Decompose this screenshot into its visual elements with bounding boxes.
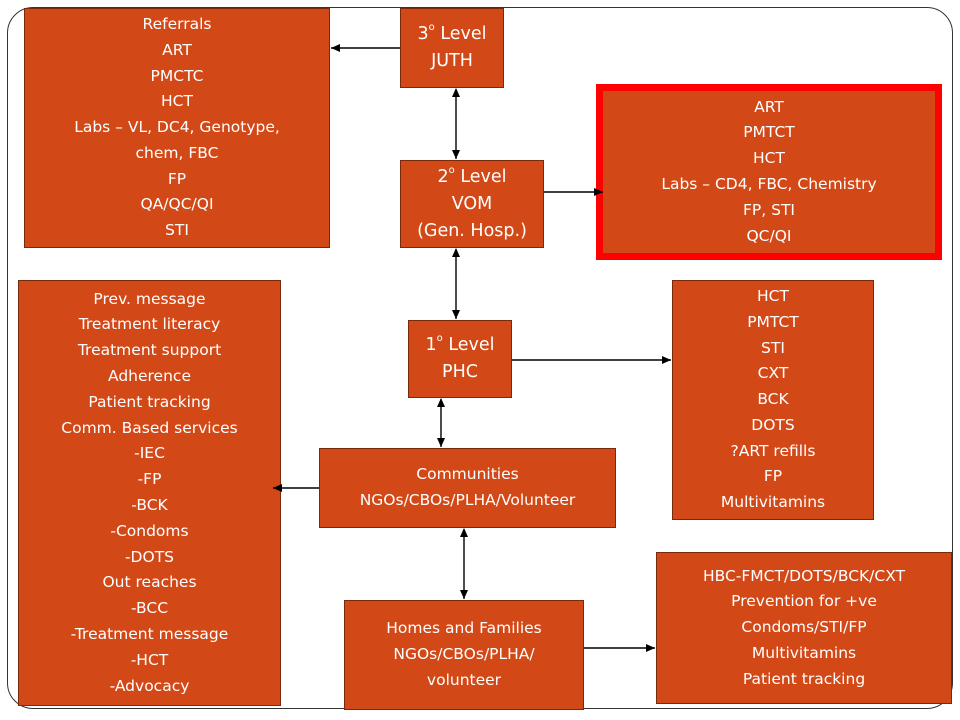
communities-line: Communities bbox=[416, 465, 519, 484]
homes-line: volunteer bbox=[426, 670, 502, 689]
tertiary-level-juth-box: 3o Level JUTH bbox=[400, 8, 504, 88]
tertiary-level-title: 3o Level bbox=[417, 22, 487, 44]
juth-services-line: Labs – VL, DC4, Genotype, bbox=[74, 118, 280, 137]
phc-services-line: FP bbox=[763, 467, 783, 486]
community-services-line: -BCK bbox=[131, 496, 168, 514]
homes-line: Homes and Families bbox=[386, 619, 542, 638]
juth-services-line: QA/QC/QI bbox=[140, 195, 214, 214]
vom-services-line: QC/QI bbox=[746, 226, 792, 245]
secondary-level-sub: (Gen. Hosp.) bbox=[417, 220, 527, 241]
community-services-line: Patient tracking bbox=[88, 392, 211, 411]
communities-line: NGOs/CBOs/PLHA/Volunteer bbox=[359, 491, 576, 509]
phc-services-line: PMTCT bbox=[747, 312, 799, 331]
phc-services-line: Multivitamins bbox=[720, 493, 826, 512]
community-services-line: Prev. message bbox=[93, 289, 206, 308]
vom-services-line: PMTCT bbox=[743, 123, 795, 142]
community-services-line: -FP bbox=[137, 470, 162, 489]
phc-services-line: HCT bbox=[757, 286, 789, 305]
vom-services-line: FP, STI bbox=[743, 200, 795, 219]
community-services-line: -Treatment message bbox=[70, 624, 229, 643]
community-services-line: -Condoms bbox=[110, 521, 189, 540]
community-services-line: Treatment support bbox=[77, 341, 222, 360]
community-services-line: Treatment literacy bbox=[78, 315, 221, 334]
juth-services-line: Referrals bbox=[142, 14, 212, 33]
community-services-line: Out reaches bbox=[102, 573, 197, 592]
community-services-line: -BCC bbox=[130, 599, 169, 618]
juth-services-line: ART bbox=[162, 40, 192, 59]
secondary-level-title: 2o Level bbox=[437, 164, 507, 187]
home-services-line: Condoms/STI/FP bbox=[741, 618, 867, 637]
primary-level-phc-box: 1o Level PHC bbox=[408, 320, 512, 398]
primary-level-title: 1o Level bbox=[425, 333, 495, 355]
home-services-line: Patient tracking bbox=[742, 669, 866, 688]
community-services-line: -DOTS bbox=[124, 547, 175, 566]
phc-services-line: BCK bbox=[757, 390, 789, 409]
phc-services-line: CXT bbox=[757, 364, 789, 383]
juth-services-line: FP bbox=[167, 169, 187, 188]
community-services-line: -IEC bbox=[134, 444, 165, 463]
community-services-line: Comm. Based services bbox=[61, 418, 238, 437]
secondary-level-vom-box: 2o Level VOM (Gen. Hosp.) bbox=[400, 160, 544, 248]
home-services-line: Multivitamins bbox=[751, 643, 857, 662]
homes-line: NGOs/CBOs/PLHA/ bbox=[393, 645, 535, 664]
juth-services-line: chem, FBC bbox=[135, 143, 219, 162]
primary-level-name: PHC bbox=[442, 362, 478, 382]
secondary-level-name: VOM bbox=[451, 193, 493, 214]
phc-services-line: DOTS bbox=[751, 415, 795, 434]
community-services-line: -Advocacy bbox=[109, 676, 190, 695]
vom-services-line: Labs – CD4, FBC, Chemistry bbox=[661, 175, 877, 193]
home-services-line: Prevention for +ve bbox=[731, 592, 877, 611]
juth-services-line: HCT bbox=[161, 92, 193, 111]
community-services-line: -HCT bbox=[130, 650, 169, 669]
vom-services-line: HCT bbox=[753, 149, 785, 168]
phc-services-line: STI bbox=[761, 338, 785, 357]
community-services-line: Adherence bbox=[108, 367, 191, 386]
phc-services-line: ?ART refills bbox=[730, 441, 816, 460]
tertiary-level-name: JUTH bbox=[431, 51, 473, 71]
juth-services-line: STI bbox=[165, 221, 189, 240]
home-services-line: HBC-FMCT/DOTS/BCK/CXT bbox=[702, 566, 906, 585]
juth-services-line: PMCTC bbox=[150, 66, 204, 85]
vom-services-line: ART bbox=[754, 97, 784, 116]
